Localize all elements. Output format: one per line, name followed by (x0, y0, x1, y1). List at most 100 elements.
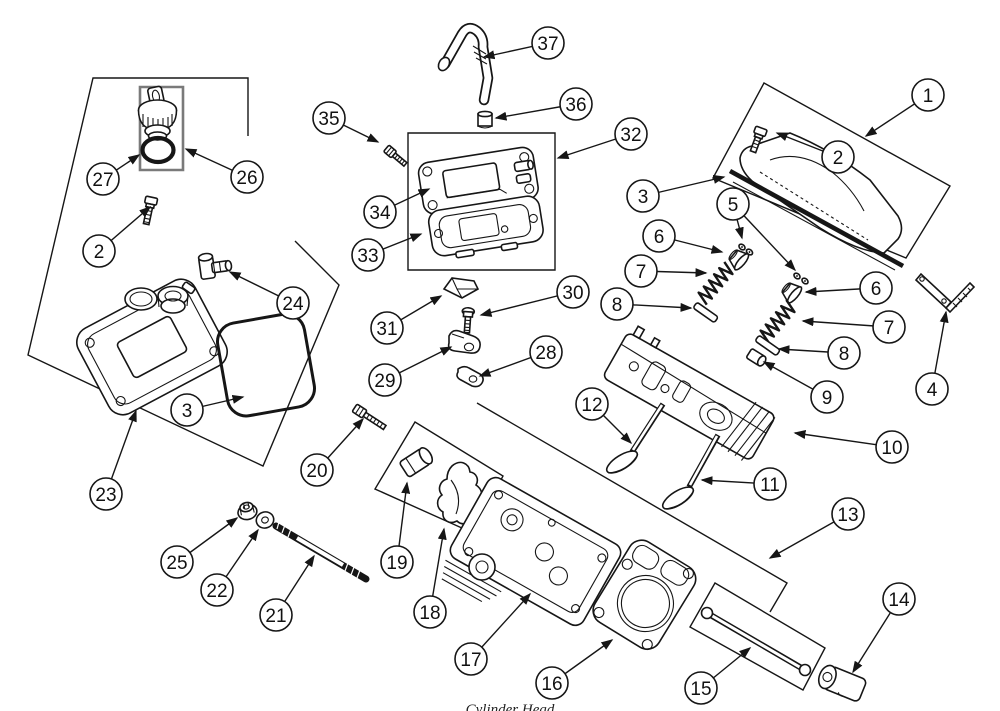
part-29-guide-plate (447, 329, 481, 354)
callout-circle-18 (413, 595, 447, 629)
part-36-grommet (477, 110, 493, 129)
callout-label-31: 31 (376, 319, 397, 340)
callout-26: 26 (230, 160, 264, 194)
callout-22: 22 (200, 573, 234, 607)
callout-label-30: 30 (562, 283, 583, 304)
callout-circle-23 (89, 477, 123, 511)
callout-label-20: 20 (306, 461, 327, 482)
callout-circle-25 (160, 545, 194, 579)
callout-circle-7a (624, 254, 658, 288)
callout-label-33: 33 (357, 246, 378, 267)
callout-label-27: 27 (92, 170, 113, 191)
callout-2b: 2 (82, 234, 116, 268)
callout-circle-20 (300, 453, 334, 487)
callout-label-6a: 6 (654, 227, 665, 248)
callout-circle-33 (351, 238, 385, 272)
callout-circle-32 (614, 117, 648, 151)
callout-balloons: 1234567867891011121314151617181920212223… (82, 26, 949, 705)
callout-circle-3b (170, 393, 204, 427)
callout-13: 13 (831, 497, 865, 531)
callout-circle-1 (911, 78, 945, 112)
part-34-breather-plate (417, 146, 539, 215)
callout-8b: 8 (827, 336, 861, 370)
callout-circle-3a (626, 179, 660, 213)
part-17-cylinder-head (441, 476, 622, 627)
callout-3b: 3 (170, 393, 204, 427)
callout-label-35: 35 (318, 109, 339, 130)
part-31-wedge (442, 277, 480, 299)
callout-label-7b: 7 (884, 318, 895, 339)
part-3-gasket-strip (728, 168, 905, 271)
callout-32: 32 (614, 117, 648, 151)
callout-label-18: 18 (419, 603, 440, 624)
callout-circle-24 (276, 286, 310, 320)
callout-circle-28 (529, 335, 563, 369)
callout-7a: 7 (624, 254, 658, 288)
callout-circle-34 (363, 195, 397, 229)
part-1-rocker-cover (739, 132, 903, 254)
callout-3a: 3 (626, 179, 660, 213)
callout-label-3a: 3 (638, 187, 649, 208)
callout-circle-29 (368, 363, 402, 397)
callout-circle-27 (86, 162, 120, 196)
callout-label-3b: 3 (182, 401, 193, 422)
part-19-tappet (399, 447, 434, 478)
part-11-exhaust-valve (661, 433, 721, 510)
part-20-bolt (351, 403, 388, 431)
callout-18: 18 (413, 595, 447, 629)
callout-10: 10 (875, 430, 909, 464)
part-16-head-gasket (592, 539, 697, 651)
callout-11: 11 (753, 467, 787, 501)
part-26-oil-cap (137, 85, 178, 141)
callout-label-15: 15 (690, 679, 711, 700)
part-25-flange-nut (237, 501, 258, 521)
callout-label-19: 19 (386, 553, 407, 574)
callout-14: 14 (882, 582, 916, 616)
callout-label-17: 17 (460, 650, 481, 671)
part-2-bolt-top-right (749, 125, 768, 154)
callout-circle-19 (380, 545, 414, 579)
callout-label-25: 25 (166, 553, 187, 574)
callout-9: 9 (810, 380, 844, 414)
callout-circle-36 (559, 87, 593, 121)
callout-34: 34 (363, 195, 397, 229)
callout-circle-35 (312, 101, 346, 135)
part-24-elbow-fitting (197, 252, 233, 280)
part-7-valve-spring-right (759, 299, 796, 344)
callout-29: 29 (368, 363, 402, 397)
group-box-breather (407, 132, 556, 271)
part-15-push-rod (700, 606, 812, 677)
callout-label-29: 29 (374, 371, 395, 392)
callout-circle-22 (200, 573, 234, 607)
caption: Cylinder Head (465, 702, 555, 711)
callout-circle-5 (716, 187, 750, 221)
callout-37: 37 (531, 26, 565, 60)
callout-label-4: 4 (927, 380, 938, 401)
callout-label-37: 37 (537, 34, 558, 55)
callout-label-34: 34 (369, 203, 391, 224)
callout-circle-2b (82, 234, 116, 268)
callout-5: 5 (716, 187, 750, 221)
callout-label-12: 12 (581, 395, 602, 416)
callout-circle-15 (684, 671, 718, 705)
part-28-retainer-strap (456, 365, 484, 388)
callout-24: 24 (276, 286, 310, 320)
callout-circle-9 (810, 380, 844, 414)
part-3-cover-gasket (216, 312, 316, 418)
part-27-o-ring (140, 135, 176, 165)
callout-label-6b: 6 (871, 279, 882, 300)
part-17-end-boss (468, 553, 496, 581)
callout-label-13: 13 (837, 505, 858, 526)
callout-35: 35 (312, 101, 346, 135)
callout-circle-8b (827, 336, 861, 370)
callout-19: 19 (380, 545, 414, 579)
callout-27: 27 (86, 162, 120, 196)
part-35-bolt (383, 144, 408, 168)
callout-circle-4 (915, 372, 949, 406)
group-box-rocker-cover-top-right (712, 82, 951, 259)
callout-20: 20 (300, 453, 334, 487)
part-30-screw (461, 306, 476, 334)
callout-label-24: 24 (282, 294, 304, 315)
callout-label-5: 5 (728, 195, 739, 216)
